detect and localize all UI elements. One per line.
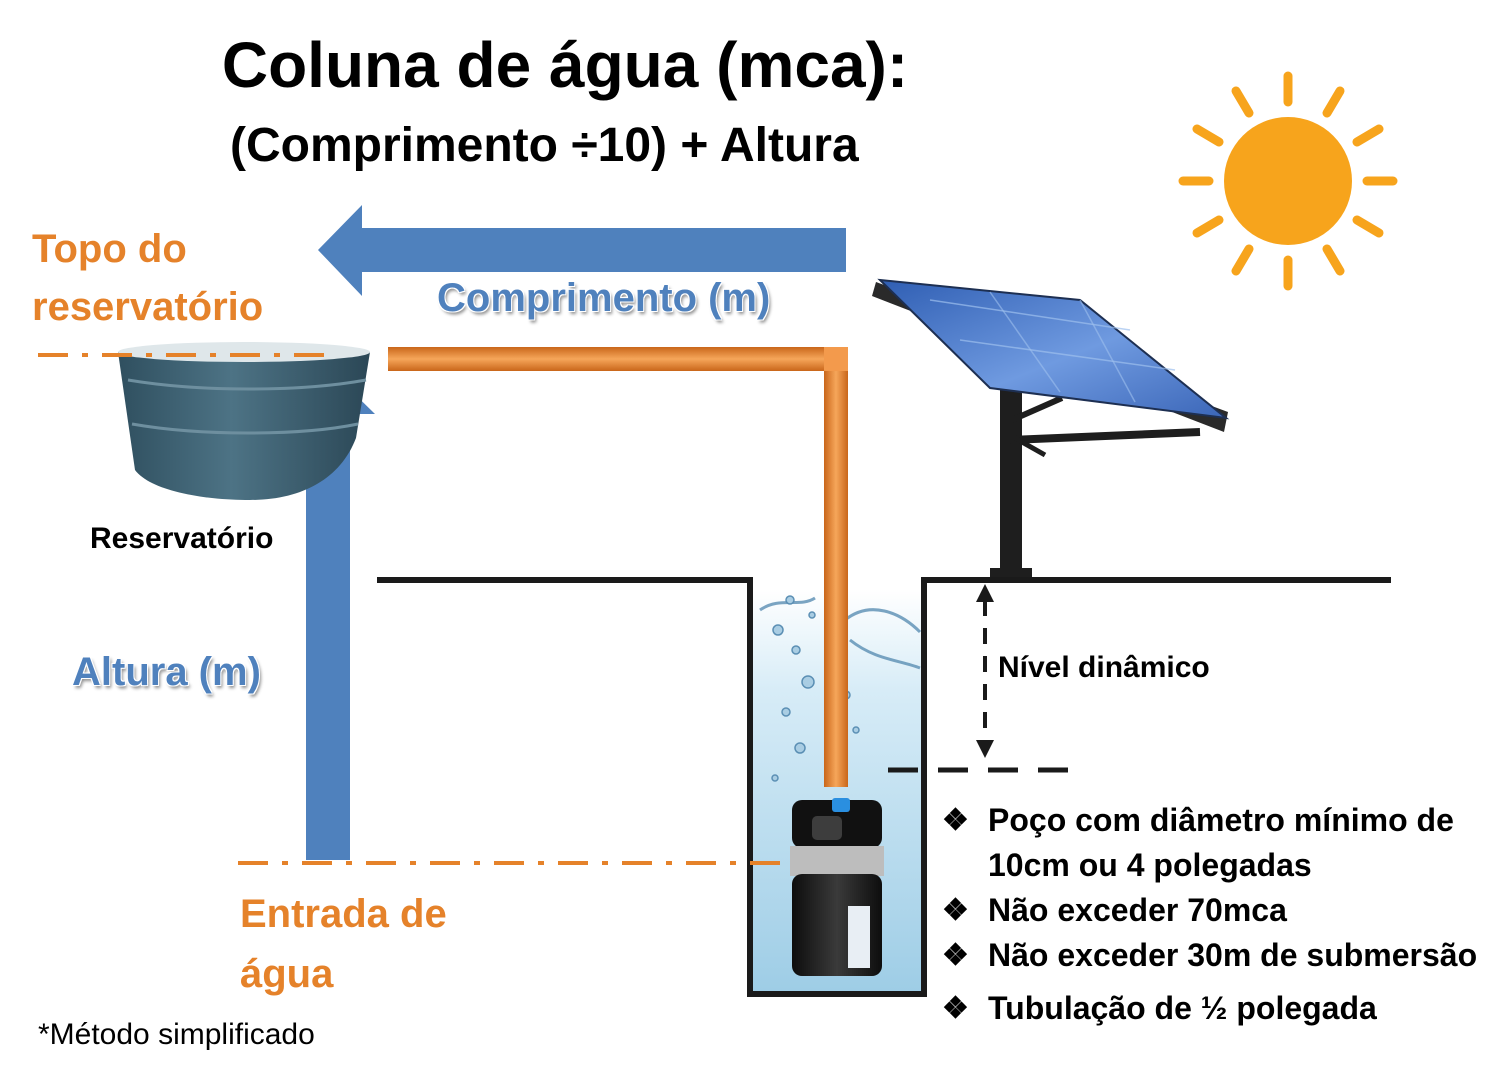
water-inlet-label-line2: água [240,952,334,996]
requirement-item: ❖ Poço com diâmetro mínimo de 10cm ou 4 … [942,798,1488,888]
bullet-icon: ❖ [942,894,969,927]
bullet-icon: ❖ [942,992,969,1025]
dynamic-level-label: Nível dinâmico [998,651,1210,684]
bullet-icon: ❖ [942,939,969,972]
reservoir-label: Reservatório [90,522,274,555]
ground-left [377,577,1391,997]
requirement-text: Poço com diâmetro mínimo de 10cm ou 4 po… [988,802,1454,883]
height-label: Altura (m) [72,650,261,694]
water-inlet-label: Entrada de água [240,884,447,1004]
formula-subtitle: (Comprimento ÷10) + Altura [230,119,859,172]
submersible-pump-icon [790,798,884,976]
top-reservoir-label-line2: reservatório [32,285,264,329]
requirement-text: Tubulação de ½ polegada [988,990,1377,1026]
dynamic-level-arrow [976,584,994,758]
footnote: *Método simplificado [38,1018,315,1051]
requirements-list: ❖ Poço com diâmetro mínimo de 10cm ou 4 … [942,798,1502,1031]
requirement-item: ❖ Tubulação de ½ polegada [942,986,1502,1031]
length-label: Comprimento (m) [437,276,771,320]
requirement-item: ❖ Não exceder 70mca [942,888,1502,933]
requirement-text: Não exceder 30m de submersão [988,937,1478,973]
water-bubbles [771,595,860,782]
bullet-icon: ❖ [942,804,969,837]
water-inlet-label-line1: Entrada de [240,892,447,936]
requirement-text: Não exceder 70mca [988,892,1287,928]
length-arrow [318,205,846,296]
solar-panel-icon [872,278,1230,580]
sun-icon [1178,71,1398,291]
page-title: Coluna de água (mca): [221,29,909,101]
water-pipe [388,347,848,787]
top-reservoir-label: Topo do reservatório [32,220,263,336]
requirement-item: ❖ Não exceder 30m de submersão [942,933,1502,978]
height-arrow [282,368,375,860]
top-reservoir-label-line1: Topo do [32,227,187,271]
